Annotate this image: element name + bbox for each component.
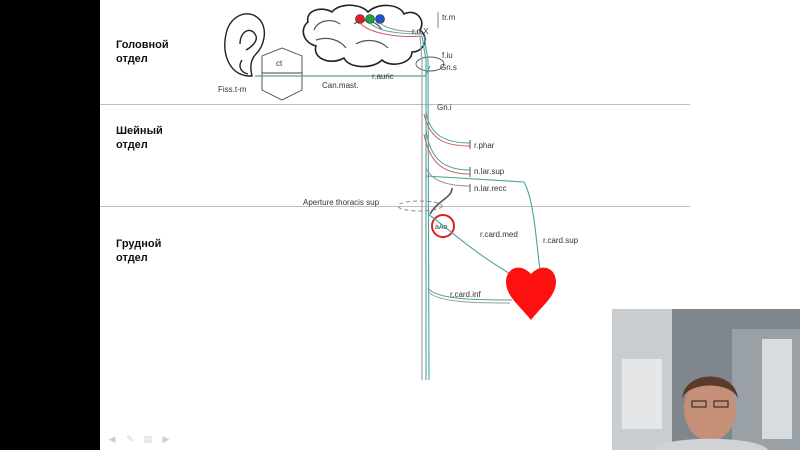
aperture-outline: [397, 200, 443, 212]
r-card-sup-branch: [425, 175, 541, 271]
heart-icon: [506, 267, 556, 320]
fibre-red: [359, 22, 423, 37]
section-label-neck: Шейный отдел: [116, 125, 163, 151]
nucleus-green: [365, 14, 375, 24]
r-card-inf-branch: [427, 287, 513, 301]
label-gn-s: Gn.s: [440, 63, 457, 72]
slide: Головной отдел Шейный отдел Грудной отде…: [100, 0, 800, 450]
webcam-video: [612, 309, 800, 450]
jugular-foramen: [415, 56, 445, 72]
label-r-phar: r.phar: [474, 141, 495, 150]
divider-head-neck: [100, 104, 690, 105]
brain-stem-icon: [302, 4, 426, 68]
section-label-head: Головной отдел: [116, 39, 169, 65]
label-r-card-med: r.card.med: [480, 230, 518, 239]
vagus-nerve-diagram: ct Fiss.t-m Can.mast. r.auric tr.m r.n.X…: [218, 4, 579, 381]
nucleus-red: [355, 14, 365, 24]
fibre-blue: [379, 22, 423, 33]
slide-nav-controls[interactable]: ◀ ✎ ▤ ▶: [106, 434, 172, 444]
label-n-lar-recc: n.lar.recc: [474, 184, 506, 193]
vagus-trunk: [419, 35, 430, 381]
label-fiss-t-m: Fiss.t-m: [218, 85, 247, 94]
label-n-lar-sup: n.lar.sup: [474, 167, 505, 176]
label-r-card-sup: r.card.sup: [543, 236, 579, 245]
label-aa: aAo: [435, 224, 448, 231]
nav-pen-icon[interactable]: ✎: [126, 434, 134, 444]
nav-forward-icon[interactable]: ▶: [162, 434, 170, 444]
r-phar-branch: [423, 111, 471, 149]
n-lar-recc-branch: [425, 167, 471, 215]
nucleus-blue: [375, 14, 385, 24]
label-r-card-inf: r.card.inf: [450, 290, 481, 299]
nav-menu-icon[interactable]: ▤: [143, 434, 153, 444]
label-aperture: Aperture thoracis sup: [303, 198, 380, 207]
label-r-auric: r.auric: [372, 72, 394, 81]
label-can-mast: Can.mast.: [322, 81, 358, 90]
middle-ear-cavity: [261, 47, 303, 101]
ear-icon: [224, 13, 266, 77]
section-label-thorax: Грудной отдел: [116, 238, 162, 264]
webcam-overlay: [612, 309, 800, 450]
r-card-inf-branch-gray: [427, 290, 511, 304]
r-card-med-branch: [427, 213, 513, 276]
n-lar-sup-branch: [423, 129, 471, 177]
label-r-n-x: r.n.X: [412, 27, 429, 36]
label-ct: ct: [276, 59, 283, 68]
label-gn-i: Gn.i: [437, 103, 452, 112]
fibre-green: [369, 22, 423, 35]
label-f-iu: f.iu: [442, 51, 453, 60]
label-tr-m: tr.m: [442, 13, 456, 22]
divider-neck-thorax: [100, 206, 690, 207]
nav-back-icon[interactable]: ◀: [108, 434, 116, 444]
